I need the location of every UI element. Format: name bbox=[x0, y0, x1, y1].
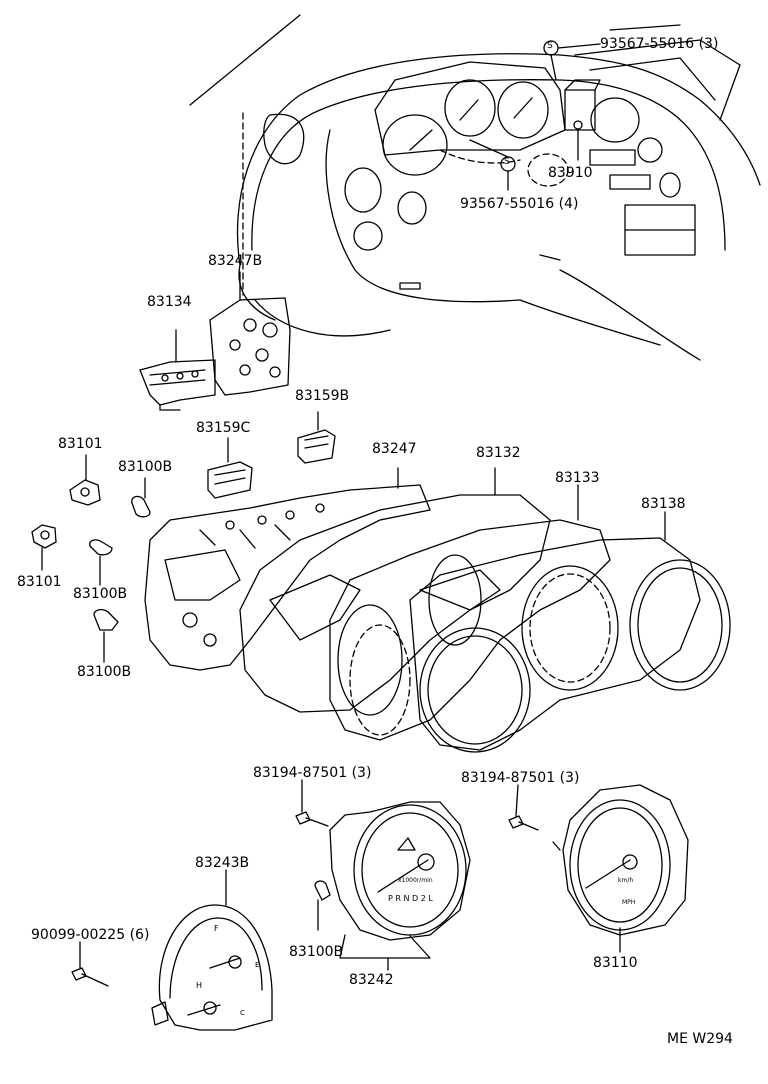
temp-cold-mark: C bbox=[240, 1009, 245, 1017]
callout-83132: 83132 bbox=[476, 445, 521, 461]
callout-screw-6: 90099-00225 (6) bbox=[31, 927, 150, 943]
callout-83110: 83110 bbox=[593, 955, 638, 971]
callout-83242: 83242 bbox=[349, 972, 394, 988]
s-marker-mid: S bbox=[504, 157, 510, 167]
callout-83101-top: 83101 bbox=[58, 436, 103, 452]
callout-83101-left: 83101 bbox=[17, 574, 62, 590]
fuel-empty-mark: E bbox=[255, 961, 260, 969]
callout-screw-3: 93567-55016 (3) bbox=[600, 36, 719, 52]
connector-83159C bbox=[207, 437, 253, 499]
callout-83247: 83247 bbox=[372, 441, 417, 457]
callout-83133: 83133 bbox=[555, 470, 600, 486]
temp-hot-mark: H bbox=[196, 981, 203, 990]
housing-83133 bbox=[329, 484, 611, 741]
bracket-83247B bbox=[209, 271, 291, 396]
speedometer-83110 bbox=[552, 784, 689, 953]
callout-83100B-low: 83100B bbox=[77, 664, 132, 680]
combo-gauge-83243B bbox=[151, 869, 273, 1031]
connector-83159B bbox=[297, 411, 336, 464]
callout-83100B-top: 83100B bbox=[118, 459, 173, 475]
installed-cluster bbox=[374, 61, 601, 176]
housing-83132 bbox=[239, 467, 551, 716]
callout-screw-tach: 83194-87501 (3) bbox=[253, 765, 372, 781]
callout-screw-speedo: 83194-87501 (3) bbox=[461, 770, 580, 786]
tach-units-text: x1000r/min bbox=[398, 877, 433, 884]
diagram-code: ME W294 bbox=[667, 1031, 733, 1047]
speed-units-text: km/h bbox=[618, 877, 634, 884]
callout-83910: 83910 bbox=[548, 165, 593, 181]
callout-83134: 83134 bbox=[147, 294, 192, 310]
callout-screw-4: 93567-55016 (4) bbox=[460, 196, 579, 212]
bulb-sockets bbox=[31, 454, 151, 663]
gear-indicator-text: P R N D 2 L bbox=[388, 894, 433, 903]
screws bbox=[71, 779, 539, 987]
top-leaders bbox=[469, 40, 601, 191]
callout-83100B-mid: 83100B bbox=[73, 586, 128, 602]
fuel-full-mark: F bbox=[214, 924, 219, 933]
tachometer-83242 bbox=[314, 801, 471, 971]
lens-83138 bbox=[409, 511, 731, 753]
callout-83159C: 83159C bbox=[196, 420, 251, 436]
callout-83243B: 83243B bbox=[195, 855, 250, 871]
callout-83100B-bottom: 83100B bbox=[289, 944, 344, 960]
circuit-plate-83247 bbox=[144, 467, 431, 671]
callout-83159B: 83159B bbox=[295, 388, 350, 404]
bracket-83134 bbox=[139, 329, 216, 411]
mph-text: MPH bbox=[622, 899, 636, 906]
callout-83138: 83138 bbox=[641, 496, 686, 512]
callout-83247B: 83247B bbox=[208, 253, 263, 269]
s-marker-top: S bbox=[547, 41, 553, 51]
dashboard-outline bbox=[189, 14, 761, 361]
